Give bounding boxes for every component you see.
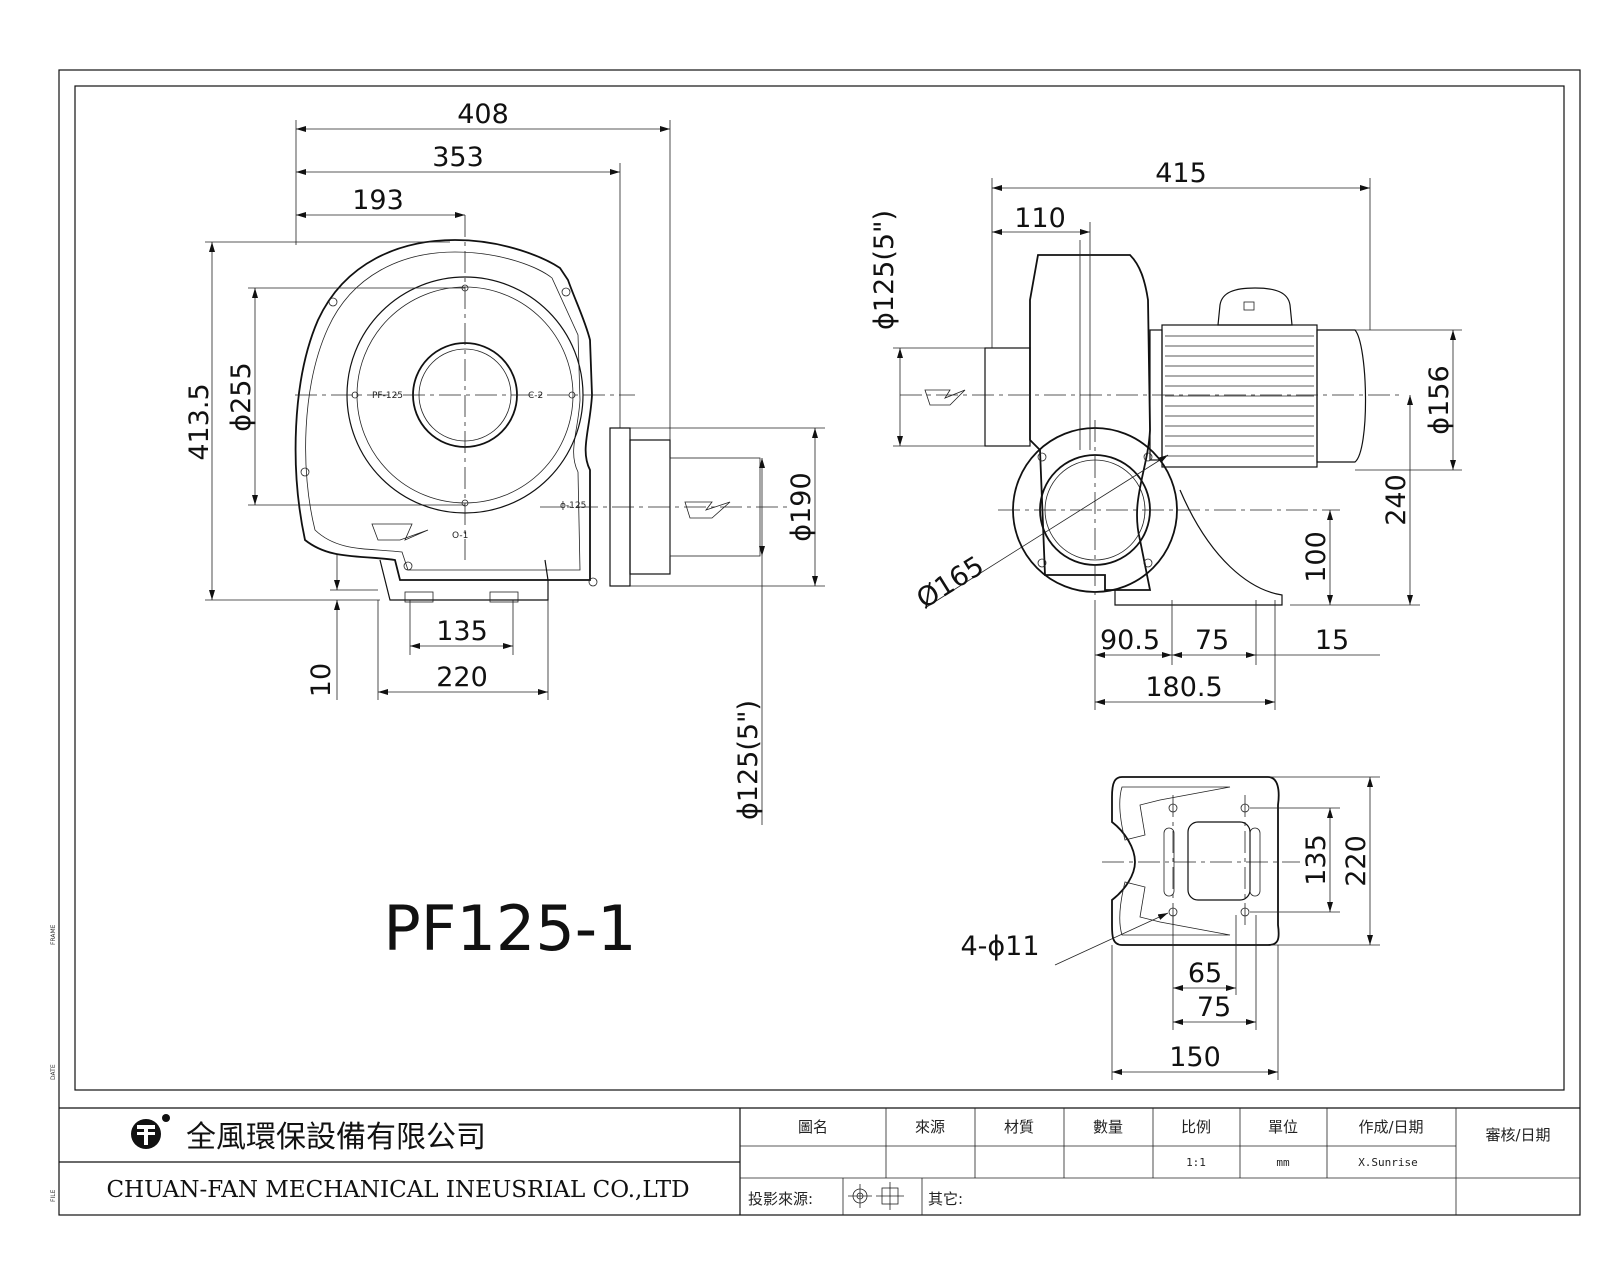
header-source: 來源 xyxy=(915,1118,945,1136)
dim-base-width: 220 xyxy=(1341,835,1372,887)
dim-base-holes: 135 xyxy=(436,616,488,647)
dim-base-b: 75 xyxy=(1195,625,1229,656)
dim-hole-span-y: 135 xyxy=(1301,834,1332,886)
leader-line xyxy=(924,454,1169,609)
side-mark-date: DATE xyxy=(50,1064,57,1080)
value-unit: mm xyxy=(1276,1156,1290,1169)
header-unit: 單位 xyxy=(1268,1118,1298,1136)
side-mark-file: FILE xyxy=(50,1189,57,1202)
base-plate-outline xyxy=(1111,776,1280,946)
other-label: 其它: xyxy=(928,1190,963,1208)
dim-outlet-height: 100 xyxy=(1301,531,1332,583)
front-base xyxy=(379,559,549,601)
base-view: 4-ϕ11 65 75 150 135 220 xyxy=(960,776,1380,1080)
dim-hole-pitch-inner: 65 xyxy=(1188,958,1222,989)
dim-base-c: 15 xyxy=(1315,625,1349,656)
base-foot xyxy=(404,591,434,603)
dim-base-total: 180.5 xyxy=(1145,672,1222,703)
dim-foot-height: 10 xyxy=(306,663,337,697)
side-housing xyxy=(1029,254,1152,591)
company-name-cn: 全風環保設備有限公司 xyxy=(186,1120,486,1155)
dim-outlet-dia: ϕ190 xyxy=(786,472,817,541)
header-material: 材質 xyxy=(1004,1118,1034,1136)
projection-symbol-icon xyxy=(848,1182,904,1210)
front-housing-outline xyxy=(294,239,593,581)
dim-base-length: 150 xyxy=(1169,1042,1221,1073)
casting-label: O-1 xyxy=(452,531,468,541)
header-quantity: 數量 xyxy=(1093,1118,1123,1136)
flow-arrow-icon xyxy=(924,389,966,406)
dim-height-overall: 413.5 xyxy=(184,383,215,460)
bolt-hole xyxy=(561,287,571,297)
base-plate-cutout xyxy=(1119,786,1231,841)
base-plate-center-opening xyxy=(1187,821,1251,901)
model-name: PF125-1 xyxy=(383,892,636,965)
outer-border xyxy=(58,69,1581,1216)
casting-label: PF-125 xyxy=(372,391,403,401)
bolt-hole xyxy=(403,561,413,571)
dim-motor-dia: ϕ156 xyxy=(1424,365,1455,434)
base-plate-cutout xyxy=(1119,881,1231,936)
side-view: 415 110 ϕ125(5") Ø165 ϕ156 240 100 90.5 … xyxy=(869,158,1462,710)
dim-width-center: 193 xyxy=(352,185,404,216)
side-base xyxy=(1114,489,1283,606)
header-drawing-name: 圖名 xyxy=(798,1118,828,1136)
projection-label: 投影來源: xyxy=(748,1190,813,1208)
side-mark-frame: FRAME xyxy=(50,924,57,945)
title-block: 全風環保設備有限公司 CHUAN-FAN MECHANICAL INEUSRIA… xyxy=(59,1107,1580,1215)
value-drafted-by: X.Sunrise xyxy=(1358,1156,1418,1169)
casting-label: ϕ-125 xyxy=(560,501,586,511)
terminal-cap xyxy=(1243,301,1255,311)
terminal-box xyxy=(1217,287,1293,326)
bolt-hole xyxy=(1037,558,1047,568)
flow-arrow-icon xyxy=(684,501,731,519)
company-name-en: CHUAN-FAN MECHANICAL INEUSRIAL CO.,LTD xyxy=(106,1177,689,1203)
dim-holes: 4-ϕ11 xyxy=(960,931,1039,962)
dim-base-width: 220 xyxy=(436,662,488,693)
dim-housing-dia: ϕ255 xyxy=(226,362,257,431)
bolt-hole xyxy=(1037,452,1047,462)
bolt-hole xyxy=(300,467,310,477)
bolt-hole xyxy=(1143,452,1153,462)
header-scale: 比例 xyxy=(1181,1118,1211,1136)
header-approved-date: 審核/日期 xyxy=(1485,1126,1550,1144)
dim-outlet-nominal: ϕ125(5") xyxy=(733,700,764,820)
motor-fins xyxy=(1165,335,1314,457)
dim-inlet-offset: 110 xyxy=(1014,203,1066,234)
company-logo xyxy=(131,1114,170,1149)
dim-length-overall: 415 xyxy=(1155,158,1207,189)
flow-arrow-icon xyxy=(371,523,429,541)
front-view: PF-125 C-2 ϕ-125 O-1 408 353 193 413.5 ϕ… xyxy=(184,99,825,825)
dim-flange-dia: Ø165 xyxy=(911,550,989,615)
side-inlet xyxy=(984,347,1031,447)
casting-label: C-2 xyxy=(528,391,543,401)
dim-width-overall: 408 xyxy=(457,99,509,130)
front-housing-inner-outline xyxy=(305,251,581,571)
value-scale: 1:1 xyxy=(1186,1156,1206,1169)
dim-width-body: 353 xyxy=(432,142,484,173)
inner-border xyxy=(74,85,1565,1091)
dim-base-a: 90.5 xyxy=(1100,625,1160,656)
leader-line xyxy=(1054,912,1169,966)
motor-fan-cover xyxy=(1316,329,1367,463)
header-drafted-date: 作成/日期 xyxy=(1358,1118,1423,1136)
bolt-hole xyxy=(588,577,598,587)
bolt-hole xyxy=(328,297,338,307)
dim-hole-pitch-outer: 75 xyxy=(1197,992,1231,1023)
base-foot xyxy=(489,591,519,603)
bolt-hole xyxy=(1143,558,1153,568)
dim-inlet-nominal: ϕ125(5") xyxy=(869,210,900,330)
dim-center-height: 240 xyxy=(1381,474,1412,526)
